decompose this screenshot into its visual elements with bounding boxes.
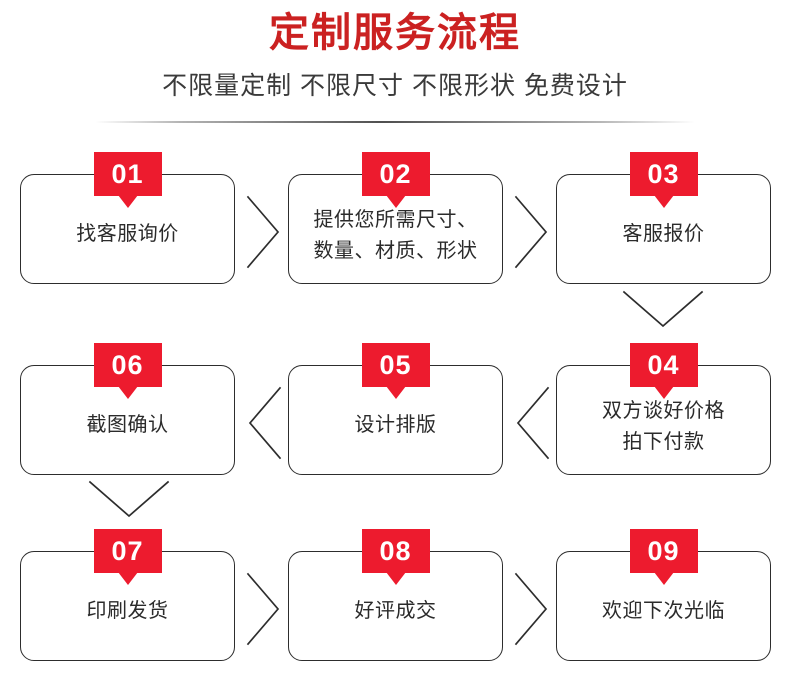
step-number-badge-09: 09 <box>629 529 698 573</box>
flow-step-05[interactable]: 05 设计排版 <box>288 343 503 475</box>
step-label-06: 截图确认 <box>86 414 169 436</box>
step-number-badge-06: 06 <box>93 343 162 387</box>
flow-step-08[interactable]: 08 好评成交 <box>288 529 503 661</box>
step-label-05: 设计排版 <box>354 414 437 436</box>
page-header: 定制服务流程 不限量定制 不限尺寸 不限形状 免费设计 <box>0 0 790 102</box>
step-label-03: 客服报价 <box>622 223 705 245</box>
flow-diagram: 01 找客服询价 02 提供您所需尺寸、 数量、材质、形状 03 客服报价 <box>0 138 790 678</box>
flow-step-09[interactable]: 09 欢迎下次光临 <box>556 529 771 661</box>
step-number-badge-05: 05 <box>361 343 430 387</box>
flow-step-06[interactable]: 06 截图确认 <box>20 343 235 475</box>
step-label-07: 印刷发货 <box>86 600 169 622</box>
step-label-01: 找客服询价 <box>76 223 179 245</box>
step-label-02: 提供您所需尺寸、 数量、材质、形状 <box>313 209 478 262</box>
flow-step-02[interactable]: 02 提供您所需尺寸、 数量、材质、形状 <box>288 152 503 284</box>
step-label-08: 好评成交 <box>354 600 437 622</box>
page-title: 定制服务流程 <box>269 11 521 55</box>
step-label-09: 欢迎下次光临 <box>602 600 725 622</box>
step-number-badge-01: 01 <box>93 152 162 196</box>
flow-step-04[interactable]: 04 双方谈好价格 拍下付款 <box>556 343 771 475</box>
page-subtitle: 不限量定制 不限尺寸 不限形状 免费设计 <box>162 72 628 100</box>
flow-step-01[interactable]: 01 找客服询价 <box>20 152 235 284</box>
step-number-badge-02: 02 <box>361 152 430 196</box>
step-number-badge-03: 03 <box>629 152 698 196</box>
flow-step-03[interactable]: 03 客服报价 <box>556 152 771 284</box>
step-number-badge-07: 07 <box>93 529 162 573</box>
flow-step-07[interactable]: 07 印刷发货 <box>20 529 235 661</box>
header-divider <box>95 121 695 123</box>
step-label-04: 双方谈好价格 拍下付款 <box>602 400 725 453</box>
step-number-badge-04: 04 <box>629 343 698 387</box>
step-number-badge-08: 08 <box>361 529 430 573</box>
